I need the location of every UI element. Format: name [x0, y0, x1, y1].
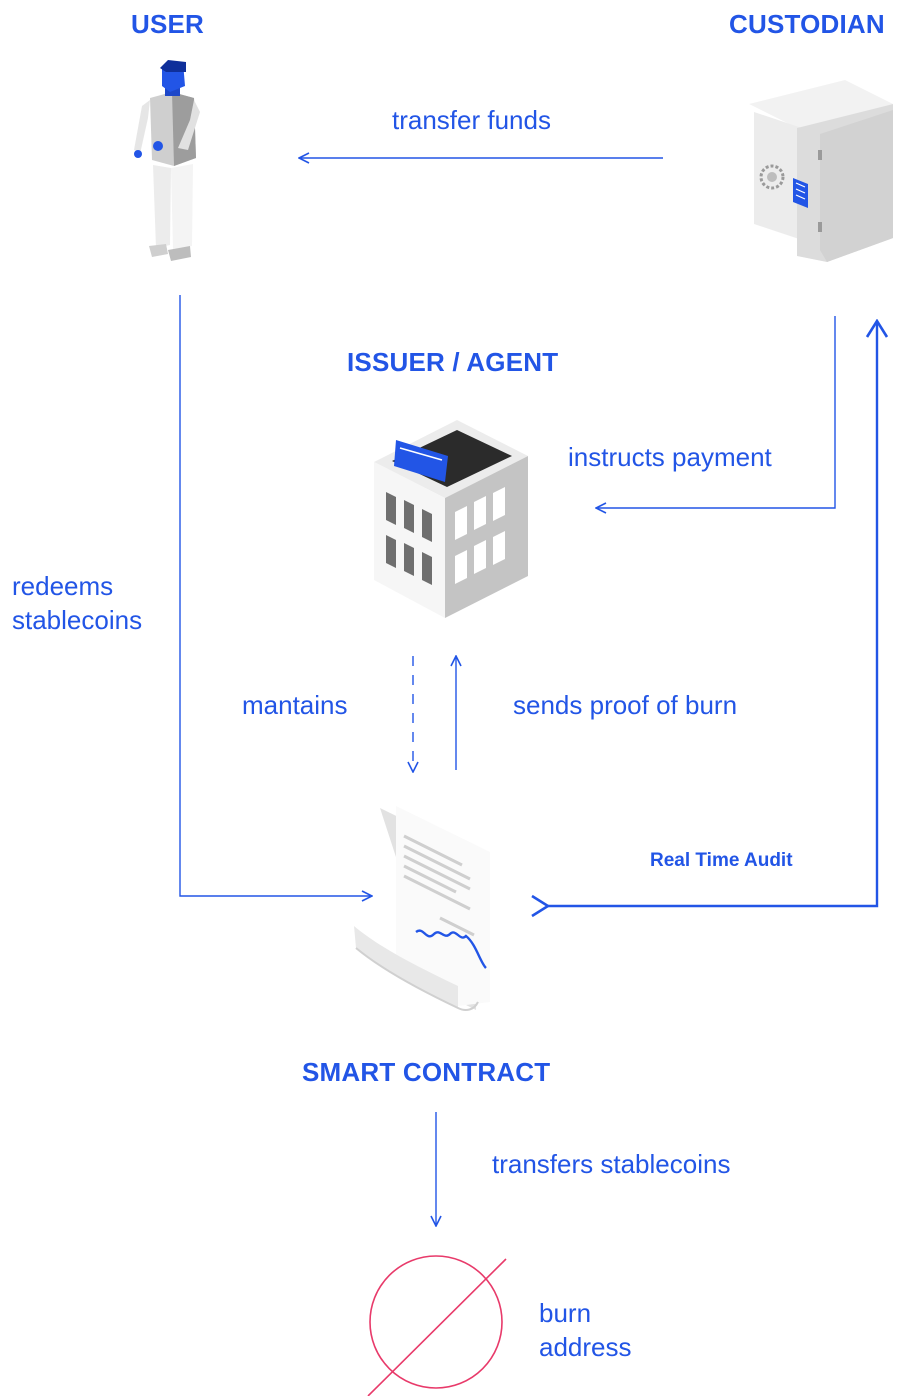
edge-label-transfers-stablecoins: transfers stablecoins	[492, 1149, 731, 1179]
arrow-redeems-stablecoins	[179, 295, 372, 896]
edge-label-mantains: mantains	[242, 690, 348, 720]
edge-label-redeems-stablecoins: redeems stablecoins	[12, 571, 143, 635]
contract-document-icon	[354, 806, 490, 1011]
node-label-issuer: ISSUER / AGENT	[347, 347, 559, 377]
edge-label-sends-proof-of-burn: sends proof of burn	[513, 690, 738, 720]
safe-icon	[749, 80, 893, 262]
edge-label-instructs-payment: instructs payment	[568, 442, 772, 472]
node-label-user: USER	[131, 9, 205, 39]
node-label-burn-address: burn address	[539, 1298, 632, 1362]
edge-label-transfer-funds: transfer funds	[392, 105, 551, 135]
arrow-instructs-payment	[596, 316, 836, 508]
node-label-smart-contract: SMART CONTRACT	[302, 1057, 551, 1087]
burn-address-icon	[367, 1255, 507, 1396]
node-label-custodian: CUSTODIAN	[729, 9, 885, 39]
arrow-real-time-audit	[548, 321, 877, 906]
user-figure-icon	[134, 60, 200, 261]
office-building-icon	[374, 420, 528, 618]
edge-label-real-time-audit: Real Time Audit	[650, 850, 793, 871]
